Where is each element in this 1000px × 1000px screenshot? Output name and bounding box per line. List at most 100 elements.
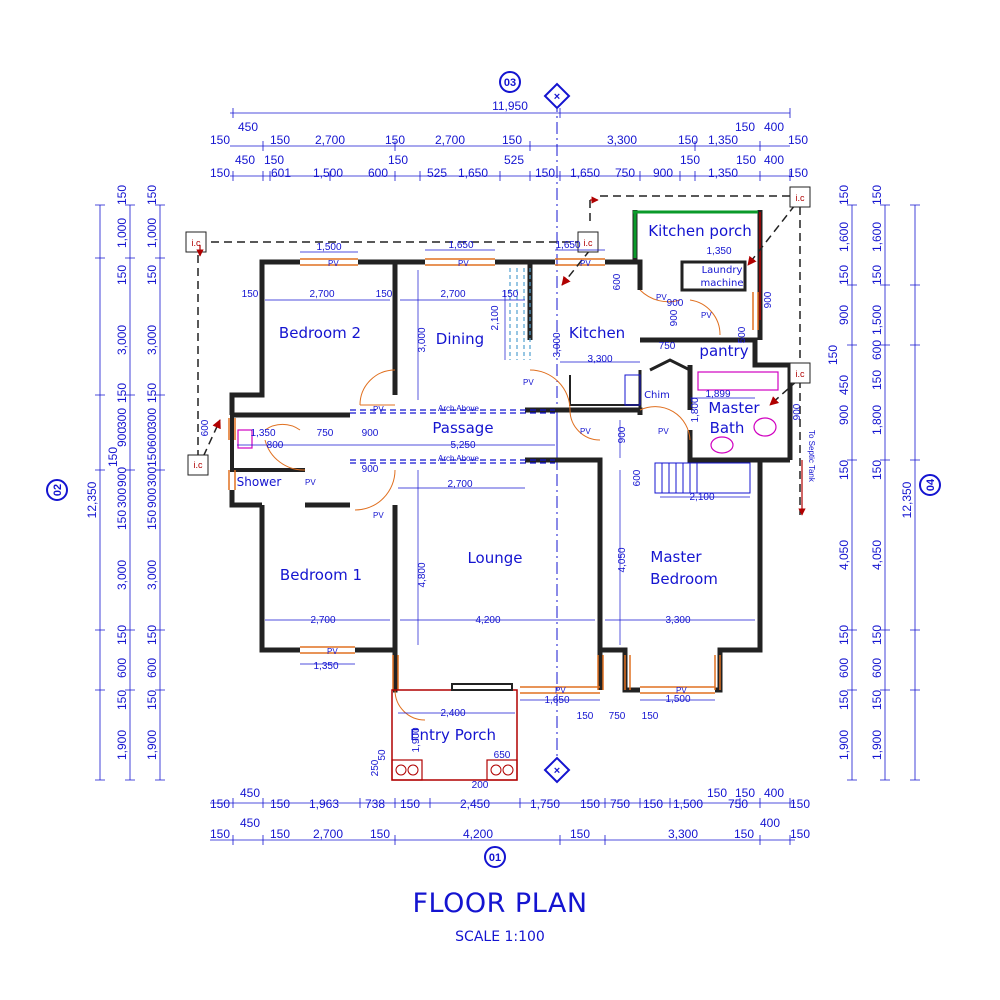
dim-label: 150	[837, 185, 851, 205]
overall-width: 11,950	[492, 99, 528, 113]
pv-tag: PV	[373, 405, 384, 414]
room-pantry: pantry	[699, 342, 748, 360]
dim-label: 900	[792, 403, 803, 420]
ic-label: i.c	[584, 238, 594, 248]
dim-label: 150	[680, 153, 700, 167]
dim-label: 150	[734, 827, 754, 841]
room-kitchen-porch: Kitchen porch	[648, 222, 751, 240]
dim-label: 1,650	[555, 240, 580, 251]
axis-mark-top: ×	[554, 91, 560, 103]
dim-label: 1,500	[313, 166, 343, 180]
dim-label: 150	[837, 460, 851, 480]
dim-label: 150	[145, 265, 159, 285]
dim-label: 450	[837, 375, 851, 395]
pv-tag: PV	[555, 686, 566, 695]
dim-label: 3,000	[115, 325, 129, 355]
dim-label: 2,700	[310, 615, 335, 626]
dim-label: 4,200	[463, 827, 493, 841]
dim-label: 1,650	[458, 166, 488, 180]
dim-label: 1,600	[837, 222, 851, 252]
dim-label: 450	[240, 816, 260, 830]
dim-label: 1,650	[544, 695, 569, 706]
dim-label: 2,400	[440, 708, 465, 719]
dims-bottom-row1: 150 450 150 1,963 738 150 2,450 1,750 15…	[210, 786, 810, 811]
grid-bubbles	[46, 71, 941, 868]
dim-label: 4,050	[837, 540, 851, 570]
ic-arrows	[196, 196, 806, 516]
arch-above-tag: Arch Above	[438, 454, 479, 463]
dim-label: 3,000	[552, 332, 563, 357]
dims-top-row1: 150 450 150 2,700 150 2,700 150 3,300 15…	[210, 120, 808, 147]
room-lounge: Lounge	[467, 549, 522, 567]
dim-label: 900	[667, 298, 684, 309]
dim-label: 150	[788, 166, 808, 180]
dim-label: 2,700	[309, 289, 334, 300]
dim-label: 150	[388, 153, 408, 167]
dim-label: 150	[270, 827, 290, 841]
fixtures	[237, 210, 779, 781]
dim-label: 1,900	[115, 730, 129, 760]
dim-label: 3,000	[145, 325, 159, 355]
dim-label: 150	[270, 133, 290, 147]
axis-mark-bottom: ×	[554, 765, 560, 777]
dim-label: 900	[617, 426, 628, 443]
dim-label: 150	[502, 133, 522, 147]
dim-label: 750	[610, 797, 630, 811]
room-kitchen: Kitchen	[569, 324, 625, 342]
dim-label: 150	[870, 460, 884, 480]
dim-label: 650	[494, 750, 511, 761]
dim-label: 400	[764, 786, 784, 800]
dim-label: 2,700	[315, 133, 345, 147]
dim-label: 1,500	[316, 242, 341, 253]
room-laundry-1: Laundry	[702, 265, 743, 276]
dim-label: 150	[210, 133, 230, 147]
dim-label: 200	[472, 780, 489, 791]
dim-label: 900	[669, 309, 680, 326]
dim-label: 300	[115, 408, 129, 428]
dim-label: 1,350	[313, 661, 338, 672]
dim-label: 1,900	[145, 730, 159, 760]
grid-bottom-label: 01	[489, 852, 501, 864]
room-shower: Shower	[237, 475, 282, 489]
windows	[228, 258, 759, 694]
dim-label: 250	[370, 759, 381, 776]
dim-label: 900	[362, 428, 379, 439]
dim-label: 150	[790, 797, 810, 811]
dim-label: 600	[368, 166, 388, 180]
dim-label: 1,350	[706, 246, 731, 257]
dim-label: 150	[837, 625, 851, 645]
dim-label: 150	[735, 120, 755, 134]
dim-label: 150	[115, 510, 129, 530]
dim-label: 150	[870, 265, 884, 285]
dim-label: 4,800	[417, 562, 428, 587]
dim-label: 150	[826, 345, 840, 365]
dim-label: 3,300	[665, 615, 690, 626]
dim-label: 1,900	[411, 727, 422, 752]
dim-label: 1,350	[708, 166, 738, 180]
dim-label: 150	[870, 625, 884, 645]
dim-label: 525	[427, 166, 447, 180]
dim-label: 600	[145, 658, 159, 678]
dim-label: 150	[115, 383, 129, 403]
dim-label: 600	[837, 658, 851, 678]
dim-label: 1,600	[870, 222, 884, 252]
dim-label: 150	[145, 185, 159, 205]
ic-boxes	[185, 186, 811, 476]
drawing-scale: SCALE 1:100	[455, 929, 545, 945]
dim-label: 900	[115, 427, 129, 447]
dim-label: 150	[210, 797, 230, 811]
dim-label: 150	[264, 153, 284, 167]
dim-label: 150	[145, 447, 159, 467]
dim-label: 601	[271, 166, 291, 180]
ic-label: i.c	[194, 460, 204, 470]
room-master-bedroom-1: Master	[650, 548, 702, 566]
dim-label: 150	[145, 625, 159, 645]
dim-label: 1,900	[870, 730, 884, 760]
dim-label: 2,450	[460, 797, 490, 811]
dim-label: 900	[763, 291, 774, 308]
dim-label: 150	[535, 166, 555, 180]
dim-label: 2,700	[313, 827, 343, 841]
dim-label: 2,100	[490, 305, 501, 330]
dims-right-inner: 150 1,600 150 1,500 600 150 1,800 150 4,…	[870, 185, 884, 760]
